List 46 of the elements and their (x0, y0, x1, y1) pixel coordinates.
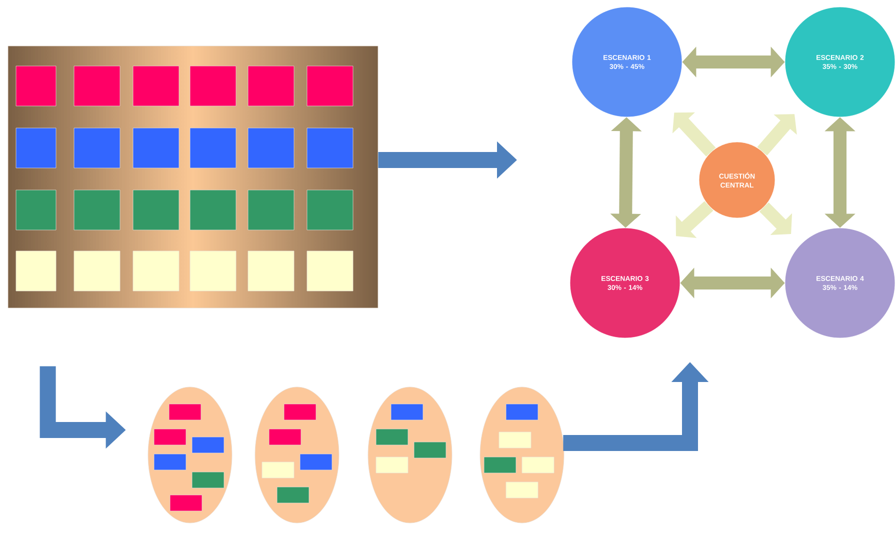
sticky-note (506, 404, 538, 420)
sticky-note (16, 66, 56, 106)
sticky-note (484, 456, 516, 474)
sticky-note (16, 128, 56, 168)
sticky-note (306, 250, 354, 292)
sticky-note (300, 454, 332, 470)
sticky-note (376, 428, 408, 446)
sticky-note (74, 190, 120, 230)
sticky-note (248, 128, 294, 168)
sticky-note (190, 190, 236, 230)
sticky-note (168, 404, 202, 420)
sticky-note (306, 66, 354, 106)
sticky-note (376, 456, 408, 474)
sticky-note (498, 432, 532, 448)
sticky-note (262, 462, 294, 478)
sticky-note (414, 442, 446, 458)
sticky-note (132, 250, 180, 292)
sticky-note (390, 404, 424, 420)
arrow (676, 201, 714, 238)
sticky-note (190, 128, 236, 168)
sticky-note (248, 250, 294, 292)
sticky-note (16, 190, 56, 230)
sticky-note (276, 486, 310, 504)
sticky-note (248, 66, 294, 106)
sticky-note (170, 494, 202, 512)
sticky-note (74, 66, 120, 106)
sticky-note (284, 404, 316, 420)
sticky-note (248, 190, 294, 230)
sticky-note (74, 250, 120, 292)
sticky-note (16, 250, 56, 292)
sticky-note (132, 66, 180, 106)
sticky-note (190, 250, 236, 292)
sticky-note (268, 428, 302, 446)
sticky-note (74, 128, 120, 168)
sticky-note (132, 190, 180, 230)
sticky-note (306, 190, 354, 230)
sticky-note (192, 472, 224, 488)
sticky-note (506, 482, 538, 498)
sticky-note (190, 66, 236, 106)
sticky-note (154, 428, 186, 446)
sticky-note (522, 456, 554, 474)
sticky-note (132, 128, 180, 168)
sticky-note (306, 128, 354, 168)
sticky-note (192, 436, 224, 454)
sticky-note (154, 454, 186, 470)
arrow (672, 112, 716, 156)
